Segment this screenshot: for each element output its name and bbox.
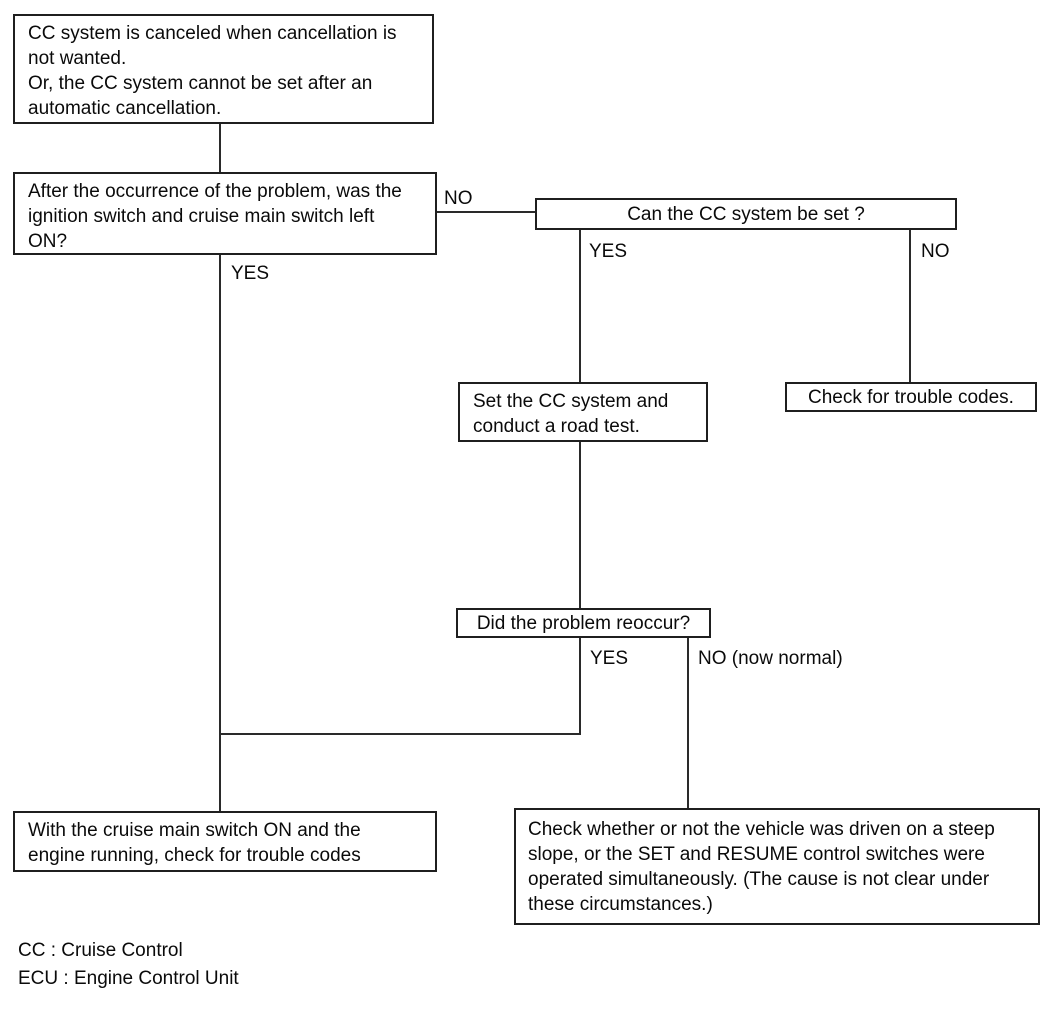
edge-label-ignition-no: NO xyxy=(444,188,473,209)
connector-canset-yes-vertical xyxy=(579,230,581,382)
node-ignition-question: After the occurrence of the problem, was… xyxy=(13,172,437,255)
connector-reoccur-yes-horizontal xyxy=(219,733,581,735)
node-can-set-question: Can the CC system be set ? xyxy=(535,198,957,230)
node-main-switch-check: With the cruise main switch ON and the e… xyxy=(13,811,437,872)
node-reoccur-question: Did the problem reoccur? xyxy=(456,608,711,638)
connector-reoccur-yes-vertical xyxy=(579,638,581,735)
connector-canset-no-vertical xyxy=(909,230,911,382)
legend-ecu: ECU : Engine Control Unit xyxy=(18,968,239,989)
edge-label-reoccur-no: NO (now normal) xyxy=(698,648,843,669)
edge-label-ignition-yes: YES xyxy=(231,263,270,284)
connector-ignition-yes-vertical xyxy=(219,255,221,811)
edge-label-can-set-no: NO xyxy=(921,241,950,262)
node-check-trouble-codes: Check for trouble codes. xyxy=(785,382,1037,412)
edge-label-can-set-yes: YES xyxy=(589,241,628,262)
node-road-test: Set the CC system and conduct a road tes… xyxy=(458,382,708,442)
node-problem-description: CC system is canceled when cancellation … xyxy=(13,14,434,124)
edge-label-reoccur-yes: YES xyxy=(590,648,629,669)
connector-ignition-no-horizontal xyxy=(437,211,535,213)
connector-roadtest-to-reoccur xyxy=(579,442,581,608)
node-steep-slope-check: Check whether or not the vehicle was dri… xyxy=(514,808,1040,925)
connector-reoccur-no-vertical xyxy=(687,638,689,808)
legend-cc: CC : Cruise Control xyxy=(18,940,183,961)
connector-problem-to-ignition xyxy=(219,124,221,172)
